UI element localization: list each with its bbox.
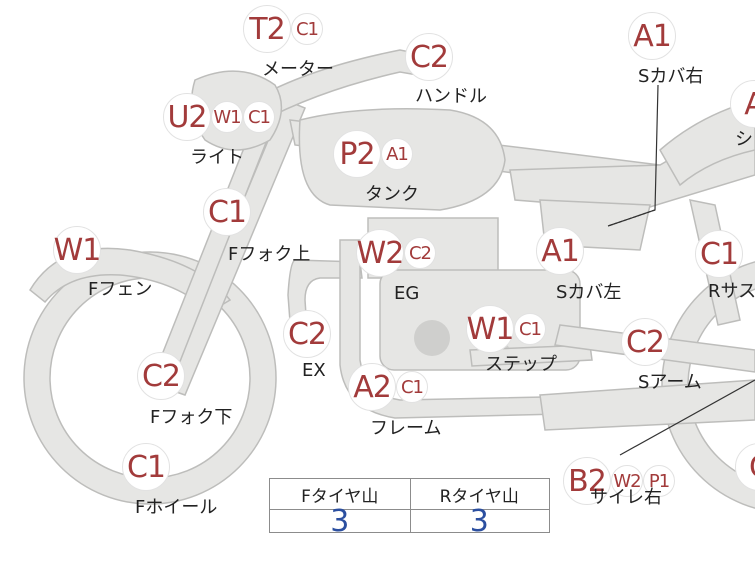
part-s-cover-right-badges: A1 (628, 12, 676, 60)
part-label-f-wheel: Fホイール (135, 497, 218, 518)
condition-badge: C1 (514, 313, 546, 345)
condition-badge: C1 (695, 230, 743, 278)
condition-badge: W2 (611, 465, 643, 497)
part-label-f-fender: Fフェン (88, 279, 153, 300)
seat-shape (509, 109, 755, 211)
condition-badge: C (735, 443, 755, 491)
condition-badge: T2 (243, 5, 291, 53)
part-label-exhaust: EX (302, 360, 326, 381)
condition-badge: W2 (356, 229, 404, 277)
part-label-s-cover-left: Sカバ左 (556, 282, 622, 303)
silencer-shape (539, 379, 755, 431)
part-label-step: ステップ (485, 354, 557, 375)
condition-badge: B2 (563, 457, 611, 505)
part-label-seat: シ (735, 129, 753, 150)
part-label-f-fork-lower: Fフォク下 (150, 407, 233, 428)
part-label-engine: EG (394, 283, 420, 304)
condition-badge: P1 (643, 465, 675, 497)
condition-badge: C2 (137, 352, 185, 400)
condition-badge: C1 (291, 13, 323, 45)
condition-badge: A1 (628, 12, 676, 60)
condition-badge: C1 (122, 443, 170, 491)
condition-badge: C1 (396, 371, 428, 403)
condition-badge: A (730, 80, 755, 128)
rear-tire-value: 3 (469, 503, 489, 539)
condition-badge: C1 (203, 188, 251, 236)
part-label-f-fork-upper: Fフォク上 (228, 244, 311, 265)
part-label-r-suspension: Rサス (708, 281, 755, 302)
part-f-fork-lower-badges: C2 (137, 352, 185, 400)
part-label-handle: ハンドル (415, 86, 487, 107)
front-tire-value: 3 (330, 503, 350, 539)
part-label-s-cover-right: Sカバ右 (638, 66, 704, 87)
part-label-meter: メーター (262, 59, 334, 80)
part-s-cover-left-badges: A1 (536, 227, 584, 275)
part-label-s-arm: Sアーム (638, 372, 702, 393)
condition-badge: C2 (621, 318, 669, 366)
tire-tread-table: Fタイヤ山 Rタイヤ山 3 3 (269, 478, 550, 539)
condition-badge: C2 (405, 33, 453, 81)
condition-badge: C2 (283, 310, 331, 358)
condition-badge: A2 (348, 363, 396, 411)
part-seat-badges: A (730, 80, 755, 128)
part-f-fork-upper-badges: C1 (203, 188, 251, 236)
part-f-wheel-badges: C1 (122, 443, 170, 491)
condition-badge: W1 (53, 226, 101, 274)
part-r-wheel-badges: C (735, 443, 755, 491)
part-r-suspension-badges: C1 (695, 230, 743, 278)
condition-badge: C1 (243, 101, 275, 133)
part-label-light: ライト (190, 147, 244, 168)
condition-badge: A1 (536, 227, 584, 275)
rear-tire-header: Rタイヤ山 (409, 479, 549, 510)
condition-badge: A1 (381, 138, 413, 170)
condition-badge: C2 (404, 237, 436, 269)
condition-badge: P2 (333, 130, 381, 178)
part-exhaust-badges: C2 (283, 310, 331, 358)
part-handle-badges: C2 (405, 33, 453, 81)
part-label-silencer-right: サイレ右 (590, 487, 662, 508)
part-s-arm-badges: C2 (621, 318, 669, 366)
condition-badge: W1 (211, 101, 243, 133)
part-label-frame: フレーム (370, 418, 442, 439)
condition-badge: U2 (163, 93, 211, 141)
front-tire-header: Fタイヤ山 (270, 479, 410, 510)
part-label-tank: タンク (365, 184, 419, 205)
condition-badge: W1 (466, 305, 514, 353)
part-f-fender-badges: W1 (53, 226, 101, 274)
table-divider (409, 479, 411, 532)
